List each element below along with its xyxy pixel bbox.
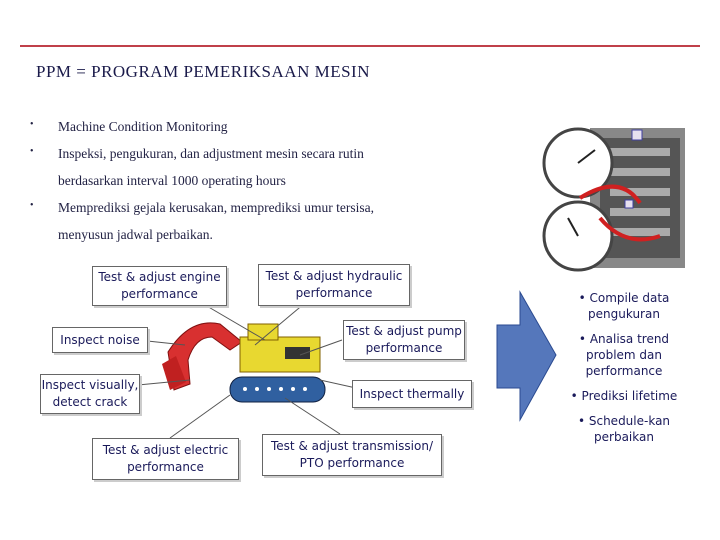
results-list: • Compile data pengukuran • Analisa tren… bbox=[566, 290, 682, 454]
bullet-item: • Machine Condition Monitoring bbox=[30, 119, 228, 135]
engine-gauge-illustration bbox=[542, 127, 685, 272]
bullet-item: • Memprediksi gejala kerusakan, mempredi… bbox=[30, 200, 375, 216]
box-transmission: Test & adjust transmission/ PTO performa… bbox=[262, 434, 442, 476]
bullet-marker: • bbox=[30, 146, 34, 157]
result-item: • Analisa trend problem dan performance bbox=[578, 332, 670, 378]
box-hydraulic: Test & adjust hydraulic performance bbox=[258, 264, 410, 306]
flow-arrow bbox=[496, 290, 557, 422]
box-electric: Test & adjust electric performance bbox=[92, 438, 239, 480]
bullet-text: Inspeksi, pengukuran, dan adjustment mes… bbox=[58, 146, 364, 161]
bullet-marker: • bbox=[30, 119, 34, 130]
box-noise: Inspect noise bbox=[52, 327, 148, 353]
box-visual: Inspect visually, detect crack bbox=[40, 374, 140, 414]
result-item: • Schedule-kan perbaikan bbox=[577, 414, 671, 444]
bullet-marker: • bbox=[30, 200, 34, 211]
header-divider bbox=[20, 45, 700, 47]
box-pump: Test & adjust pump performance bbox=[343, 320, 465, 360]
bullet-text: Memprediksi gejala kerusakan, memprediks… bbox=[58, 200, 375, 215]
bullet-continuation: berdasarkan interval 1000 operating hour… bbox=[58, 173, 286, 188]
bullet-continuation: menyusun jadwal perbaikan. bbox=[58, 227, 213, 242]
box-engine: Test & adjust engine performance bbox=[92, 266, 227, 306]
bullet-item: • Inspeksi, pengukuran, dan adjustment m… bbox=[30, 146, 364, 162]
result-item: • Prediksi lifetime bbox=[570, 389, 678, 403]
excavator-illustration bbox=[162, 322, 326, 403]
result-item: • Compile data pengukuran bbox=[578, 291, 670, 321]
box-thermal: Inspect thermally bbox=[352, 380, 472, 408]
page-title: PPM = PROGRAM PEMERIKSAAN MESIN bbox=[36, 62, 370, 81]
bullet-text: Machine Condition Monitoring bbox=[58, 119, 228, 134]
